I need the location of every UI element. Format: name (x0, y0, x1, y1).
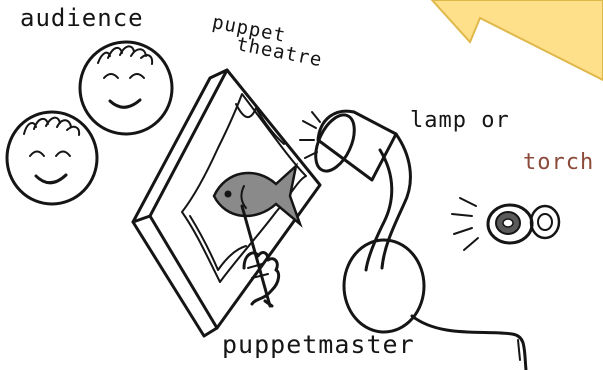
fish-puppet-icon (214, 166, 300, 224)
flashlight-icon (452, 198, 559, 250)
torch-label: torch (523, 150, 594, 175)
lamp-or-label: lamp or (410, 108, 510, 133)
puppetmaster-label: puppetmaster (222, 330, 415, 359)
audience-face-lower (7, 112, 97, 204)
audience-label: audience (20, 4, 144, 32)
hand-holding-stick-icon (242, 206, 279, 306)
callout-arrow (432, 0, 603, 80)
audience-face-upper (80, 42, 172, 134)
